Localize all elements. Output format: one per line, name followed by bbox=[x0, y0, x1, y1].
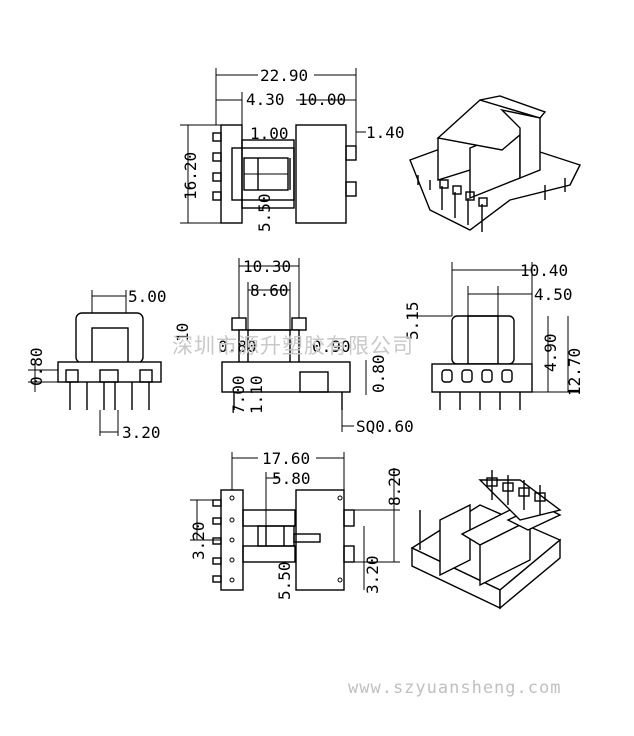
bottom-right-plate bbox=[295, 489, 345, 591]
dim-front-outer: 10.30 bbox=[243, 257, 291, 276]
dim-end-mid: 4.90 bbox=[541, 333, 560, 372]
dim-slot: 1.00 bbox=[250, 124, 289, 143]
dim-center-width: 10.00 bbox=[298, 90, 346, 109]
iso-view-assembled bbox=[409, 95, 581, 232]
website-text: www.szyuansheng.com bbox=[348, 678, 561, 698]
dim-front-right-step: 0.90 bbox=[312, 337, 351, 356]
top-right-plate bbox=[295, 124, 347, 224]
dim-front-foot: 0.80 bbox=[369, 354, 388, 393]
side-base bbox=[57, 361, 162, 383]
end-core bbox=[451, 315, 515, 365]
iso-view-exploded bbox=[410, 470, 562, 610]
dim-front-pin-base: 1.10 bbox=[247, 375, 266, 414]
dim-end-top: 5.15 bbox=[403, 301, 422, 340]
dim-bottom-right-pitch: 3.20 bbox=[363, 555, 382, 594]
dim-end-core: 4.50 bbox=[534, 285, 573, 304]
watermark-text: 深圳市源升塑胶有限公司 bbox=[172, 334, 414, 358]
dim-side-cut: 10 bbox=[173, 323, 192, 342]
dim-overall-width: 22.90 bbox=[260, 66, 308, 85]
side-core bbox=[75, 312, 144, 364]
dim-front-inner: 8.60 bbox=[250, 281, 289, 300]
dim-front-pin-len: 7.00 bbox=[229, 375, 248, 414]
end-view: 10.40 4.50 5.15 4.90 12.70 bbox=[403, 261, 584, 410]
dim-side-left-height: 0.80 bbox=[27, 347, 46, 386]
dim-bottom-height: 8.20 bbox=[385, 467, 404, 506]
dim-end-width: 10.40 bbox=[520, 261, 568, 280]
dim-window: 5.50 bbox=[255, 193, 274, 232]
front-view: 10.30 8.60 0.80 0.90 7.00 1.10 0.80 SQ0.… bbox=[218, 257, 414, 436]
dim-left-offset: 4.30 bbox=[246, 90, 285, 109]
dim-bottom-width: 17.60 bbox=[262, 449, 310, 468]
dim-flange: 5.00 bbox=[128, 287, 167, 306]
dim-bottom-left-pitch: 3.20 bbox=[189, 521, 208, 560]
bottom-left-plate bbox=[220, 489, 244, 591]
dim-end-height: 12.70 bbox=[565, 348, 584, 396]
bottom-view: 17.60 5.80 3.20 8.20 3.20 5.50 bbox=[189, 449, 404, 600]
dim-height: 16.20 bbox=[181, 152, 200, 200]
dim-pin-spec: SQ0.60 bbox=[356, 417, 414, 436]
dim-bottom-window: 5.50 bbox=[275, 561, 294, 600]
dim-side-pitch: 3.20 bbox=[122, 423, 161, 442]
dim-bottom-inner: 5.80 bbox=[272, 469, 311, 488]
dim-front-left-step: 0.80 bbox=[218, 337, 257, 356]
top-view: 22.90 4.30 10.00 16.20 1.00 1.40 5.50 bbox=[180, 66, 405, 232]
side-view: 5.00 0.80 10 3.20 bbox=[27, 287, 192, 442]
dim-right-step: 1.40 bbox=[366, 123, 405, 142]
